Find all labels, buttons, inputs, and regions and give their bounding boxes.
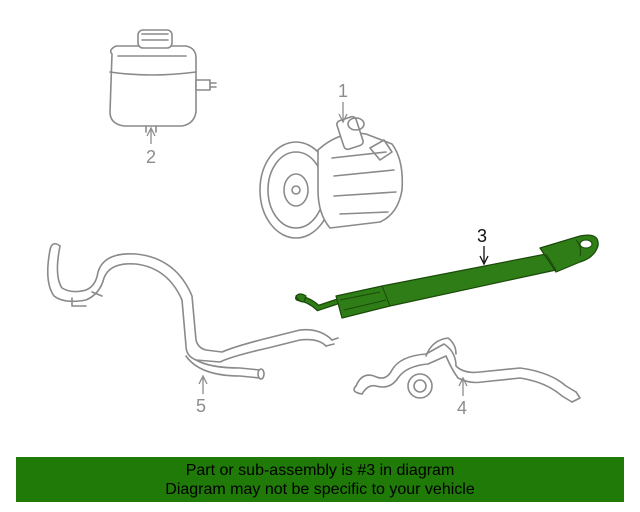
pressure-hose-part[interactable] <box>46 242 339 380</box>
power-steering-pump-part[interactable] <box>259 115 404 239</box>
banner-line-disclaimer: Diagram may not be specific to your vehi… <box>165 481 475 498</box>
callout-number: 4 <box>457 398 467 418</box>
callout-5: 5 <box>196 374 208 416</box>
callout-1: 1 <box>338 81 348 124</box>
callout-number-active: 3 <box>477 226 487 246</box>
return-hose-part[interactable] <box>353 337 581 403</box>
reservoir-part[interactable] <box>109 29 217 133</box>
callout-number: 5 <box>196 396 206 416</box>
cooler-line-part-highlighted[interactable] <box>295 234 599 319</box>
callout-number: 2 <box>146 147 156 167</box>
info-banner: Part or sub-assembly is #3 in diagram Di… <box>16 457 624 502</box>
callout-2: 2 <box>146 126 156 167</box>
callout-4: 4 <box>457 376 468 418</box>
callout-3: 3 <box>477 226 489 266</box>
callout-number: 1 <box>338 81 348 101</box>
banner-line-part: Part or sub-assembly is #3 in diagram <box>185 462 455 479</box>
